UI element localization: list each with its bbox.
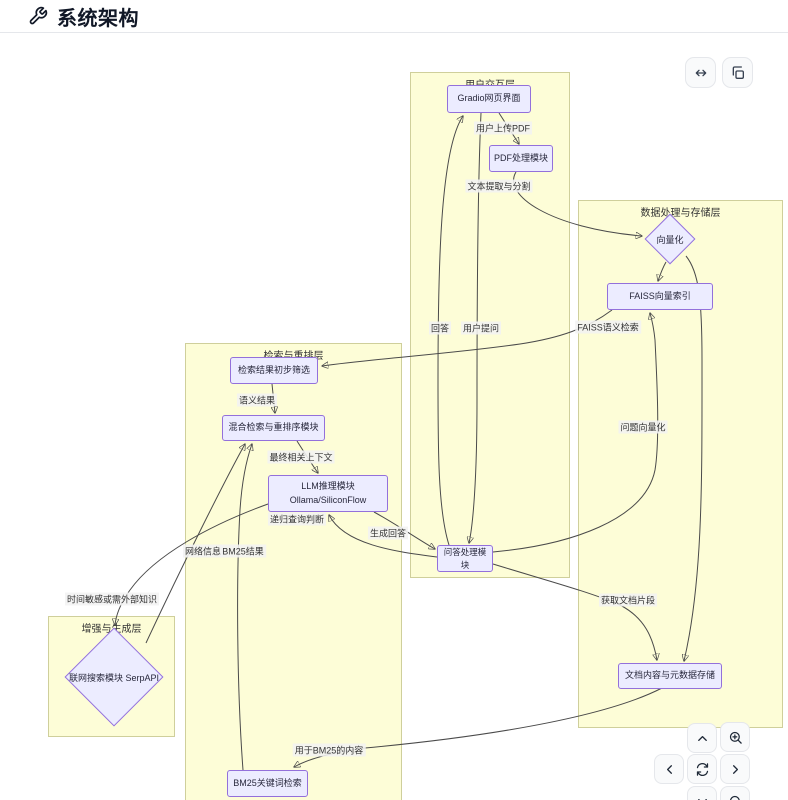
chevron-left-icon <box>666 764 672 774</box>
node-qa-processor: 问答处理模块 <box>437 545 493 572</box>
zoom-in-icon <box>729 731 742 744</box>
edge-label-semantic-results: 语义结果 <box>236 393 278 407</box>
node-gradio-web-ui: Gradio网页界面 <box>447 85 531 113</box>
node-label: Gradio网页界面 <box>457 93 521 104</box>
edge-label-user-question: 用户提问 <box>460 321 502 335</box>
edge-label-text-extract: 文本提取与分割 <box>465 179 533 193</box>
node-vectorize: 向量化 <box>644 213 696 265</box>
node-label: 向量化 <box>656 234 684 245</box>
node-label: 联网搜索模块 SerpAPI <box>68 672 160 683</box>
node-faiss-index: FAISS向量索引 <box>607 283 713 310</box>
zoom-out-icon <box>729 795 740 800</box>
node-label: 检索结果初步筛选 <box>237 364 310 375</box>
node-label: BM25关键词检索 <box>233 777 302 788</box>
node-llm-inference: LLM推理模块 Ollama/SiliconFlow <box>268 475 388 512</box>
edge-label-recursive-query: 递归查询判断 <box>267 512 327 526</box>
edge-label-question-vectorize: 问题向量化 <box>618 420 668 434</box>
cluster-data-storage: 数据处理与存储层 <box>578 200 783 728</box>
edge-label-get-fragments: 获取文档片段 <box>598 593 658 607</box>
zoom-out-button[interactable] <box>720 786 750 800</box>
edge-label-faiss-semantic-search: FAISS语义检索 <box>575 320 641 334</box>
pan-right-button[interactable] <box>720 754 750 784</box>
node-label: PDF处理模块 <box>493 152 548 163</box>
page-title: 系统架构 <box>57 7 139 30</box>
copy-button[interactable] <box>722 57 753 88</box>
horizontal-expand-icon <box>695 69 706 76</box>
page-header: 系统架构 <box>0 0 788 33</box>
pan-up-button[interactable] <box>687 723 717 753</box>
pan-down-button[interactable] <box>687 786 717 800</box>
node-label-line1: LLM推理模块 <box>301 481 355 492</box>
node-pdf-processor: PDF处理模块 <box>489 145 553 172</box>
zoom-in-button[interactable] <box>720 722 750 752</box>
node-label-line2: Ollama/SiliconFlow <box>289 494 367 505</box>
cluster-title: 数据处理与存储层 <box>640 208 721 219</box>
edge-label-web-info: 网络信息 <box>182 544 224 558</box>
edge-label-generate-answer: 生成回答 <box>367 526 409 540</box>
node-doc-metadata-store: 文档内容与元数据存储 <box>618 663 722 689</box>
edge-label-upload-pdf: 用户上传PDF <box>473 121 533 135</box>
node-hybrid-rerank: 混合检索与重排序模块 <box>222 415 325 441</box>
edge-label-answer: 回答 <box>428 321 452 335</box>
pan-left-button[interactable] <box>654 754 684 784</box>
chevron-right-icon <box>732 764 738 774</box>
node-label: FAISS向量索引 <box>629 290 691 301</box>
edge-label-final-context: 最终相关上下文 <box>267 450 335 464</box>
chevron-up-icon <box>697 735 707 741</box>
cluster-retrieval-rerank: 检索与重排层 <box>185 343 402 800</box>
node-label: 文档内容与元数据存储 <box>624 670 715 681</box>
copy-icon <box>732 65 744 79</box>
cluster-title: 检索与重排层 <box>186 347 401 362</box>
reset-view-icon <box>696 762 708 776</box>
node-bm25-search: BM25关键词检索 <box>227 770 308 797</box>
edge-label-bm25-content: 用于BM25的内容 <box>292 743 366 757</box>
chevron-down-icon <box>697 798 707 800</box>
wrench-icon <box>29 6 48 25</box>
edge-label-time-sensitive: 时间敏感或需外部知识 <box>64 592 160 606</box>
node-label: 问答处理模块 <box>443 547 487 570</box>
node-web-search: 联网搜索模块 SerpAPI <box>64 627 164 727</box>
expand-button[interactable] <box>685 57 716 88</box>
edge-label-bm25-results: BM25结果 <box>220 544 266 558</box>
node-result-filter: 检索结果初步筛选 <box>230 357 318 384</box>
node-label: 混合检索与重排序模块 <box>228 422 319 433</box>
reset-view-button[interactable] <box>687 754 717 784</box>
